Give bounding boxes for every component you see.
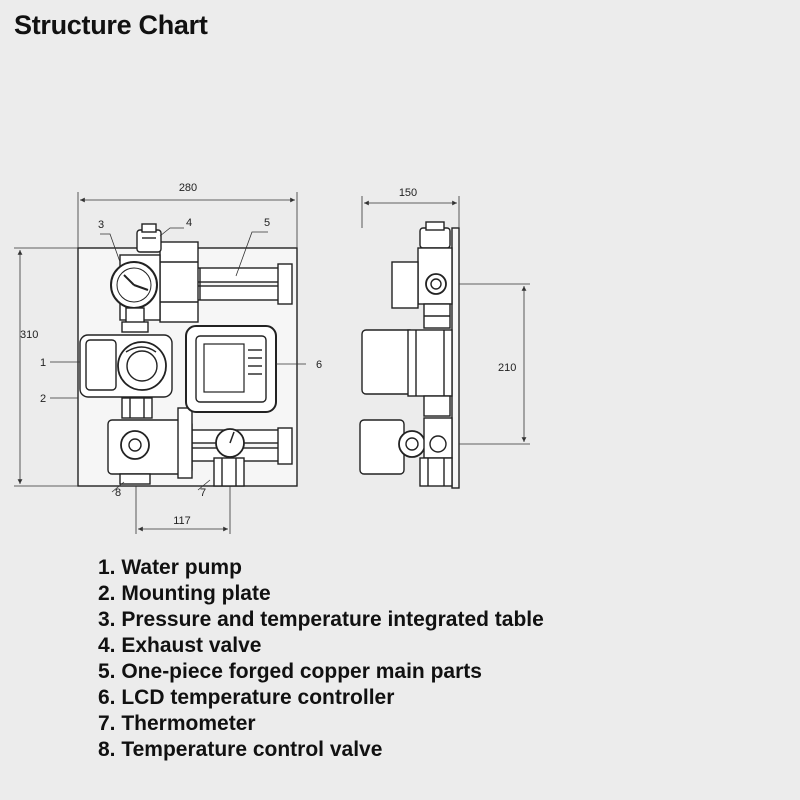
callout-labels: 1 2 3 4 5 6 7 8 [40,217,322,499]
lcd-temperature-controller [185,325,277,413]
callout-5: 5 [264,217,270,229]
dimension-bottom-offset: 117 [173,515,191,527]
legend-list: 1. Water pump 2. Mounting plate 3. Press… [98,555,592,763]
side-dimension-labels: 150 210 [399,187,517,374]
callout-6: 6 [316,359,322,371]
front-dimension-labels: 280 310 117 [20,182,197,527]
dimension-side-height: 210 [498,362,516,374]
legend-item-pressure-temperature-table: 3. Pressure and temperature integrated t… [98,608,544,631]
dimension-front-width: 280 [179,182,197,194]
legend-item-mounting-plate: 2. Mounting plate [98,582,271,605]
page-title: Structure Chart [14,10,208,40]
callout-8: 8 [115,487,121,499]
callout-7: 7 [200,487,206,499]
front-view [77,223,298,487]
legend-item-copper-main-parts: 5. One-piece forged copper main parts [98,660,482,683]
callout-2: 2 [40,393,46,405]
callout-1: 1 [40,357,46,369]
structure-diagram: 280 310 117 1 2 3 4 5 6 7 8 [14,182,530,534]
callout-3: 3 [98,219,104,231]
legend-item-lcd-controller: 6. LCD temperature controller [98,686,395,709]
exhaust-valve [136,229,162,253]
callout-4: 4 [186,217,192,229]
side-view [359,221,460,489]
legend-item-water-pump: 1. Water pump [98,556,242,579]
legend-item-thermometer: 7. Thermometer [98,712,256,735]
legend-item-exhaust-valve: 4. Exhaust valve [98,634,262,657]
dimension-side-width: 150 [399,187,417,199]
legend-item-temperature-control-valve: 8. Temperature control valve [98,738,383,761]
dimension-front-height: 310 [20,329,38,341]
